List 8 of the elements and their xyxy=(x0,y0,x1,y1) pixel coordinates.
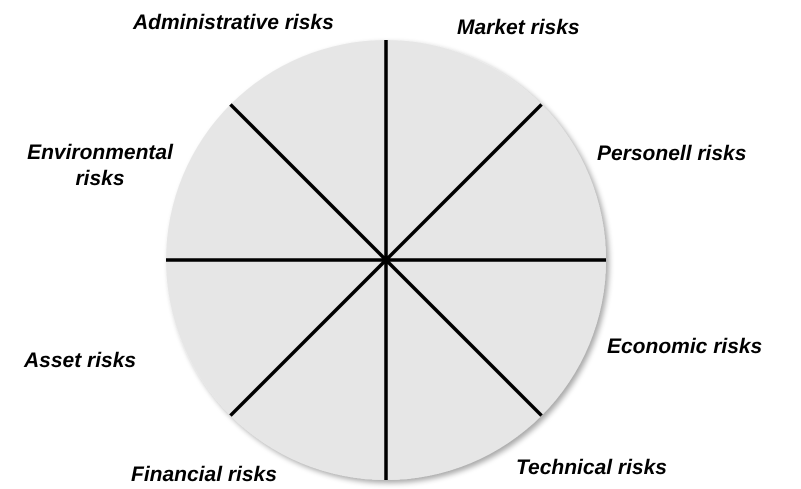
segment-label: Personell risks xyxy=(597,141,746,167)
segment-label: Administrative risks xyxy=(133,10,334,36)
segment-label: Technical risks xyxy=(516,455,667,481)
segment-label: Asset risks xyxy=(24,348,136,374)
segment-label: Environmental risks xyxy=(26,140,174,192)
segment-label: Market risks xyxy=(457,15,580,41)
segment-label: Financial risks xyxy=(131,462,277,488)
segment-label: Economic risks xyxy=(607,334,762,360)
